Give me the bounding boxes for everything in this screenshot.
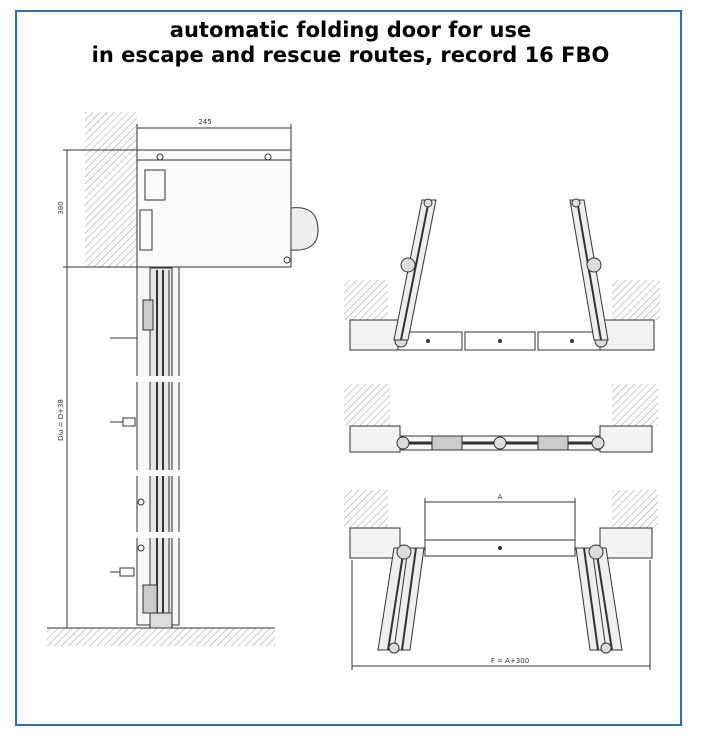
motor-bulge: [290, 207, 319, 251]
wall-right-1: [612, 280, 660, 320]
wall-left-2: [344, 384, 390, 426]
plan-view-open-outward: [344, 198, 660, 351]
operator-housing: [136, 149, 292, 268]
dim-opening-a: A: [498, 493, 503, 501]
title-line-2: in escape and rescue routes, record 16 F…: [91, 43, 610, 67]
dim-total-f: F = A+300: [491, 657, 529, 665]
side-elevation: [47, 112, 319, 646]
wall-right-2: [612, 384, 658, 426]
wall-left-3: [344, 490, 388, 528]
plan-view-open-inward: [344, 490, 658, 670]
wall-right-3: [612, 490, 658, 528]
page-title: automatic folding door for use in escape…: [0, 18, 701, 68]
title-line-1: automatic folding door for use: [169, 18, 532, 42]
floor-hatch: [47, 628, 275, 646]
plan-view-closed: [344, 384, 658, 453]
wall-left-1: [344, 280, 388, 320]
wall-hatch-upper: [85, 112, 137, 267]
dim-height-top: 380: [57, 201, 65, 214]
dim-width-top: 245: [198, 118, 211, 126]
dim-side-height: Dω = D+38: [57, 399, 65, 441]
